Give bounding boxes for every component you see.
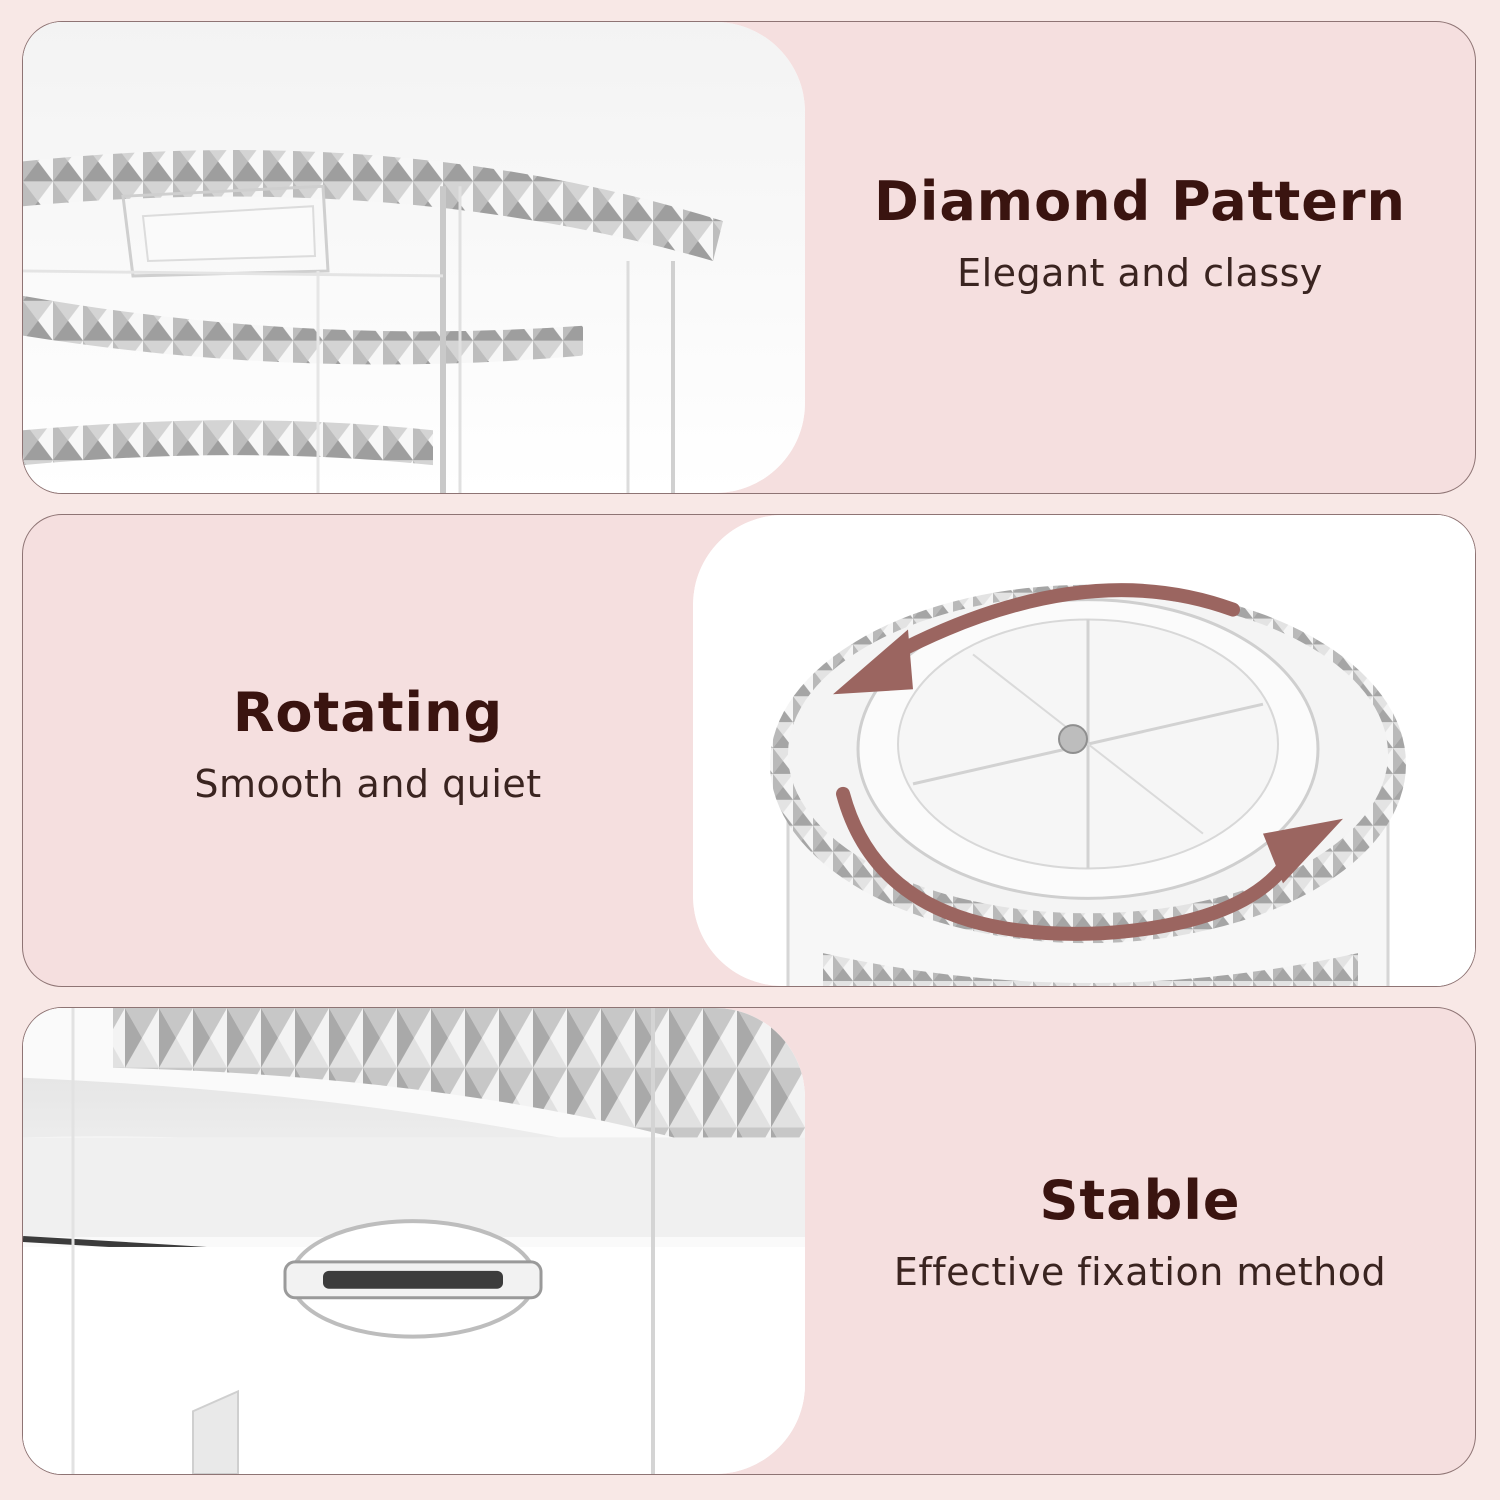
rotate-arrow-icon xyxy=(886,583,1240,662)
feature-subtitle: Effective fixation method xyxy=(893,1249,1387,1294)
diamond-rim-photo xyxy=(23,22,805,493)
feature-subtitle: Smooth and quiet xyxy=(194,762,542,806)
feature-title: Diamond Pattern xyxy=(874,170,1406,233)
feature-card-stable: Stable Effective fixation method xyxy=(22,1007,1476,1475)
feature-text: Diamond Pattern Elegant and classy xyxy=(805,22,1475,493)
feature-subtitle: Elegant and classy xyxy=(957,251,1323,295)
rotating-top-photo xyxy=(693,515,1475,986)
drawer-handle-photo xyxy=(23,1008,805,1474)
feature-text: Stable Effective fixation method xyxy=(805,1008,1475,1474)
feature-title: Rotating xyxy=(232,681,504,744)
feature-card-rotating: Rotating Smooth and quiet xyxy=(22,514,1476,987)
feature-title: Stable xyxy=(1039,1168,1241,1232)
feature-card-diamond-pattern: Diamond Pattern Elegant and classy xyxy=(22,21,1476,494)
feature-text: Rotating Smooth and quiet xyxy=(23,515,713,986)
